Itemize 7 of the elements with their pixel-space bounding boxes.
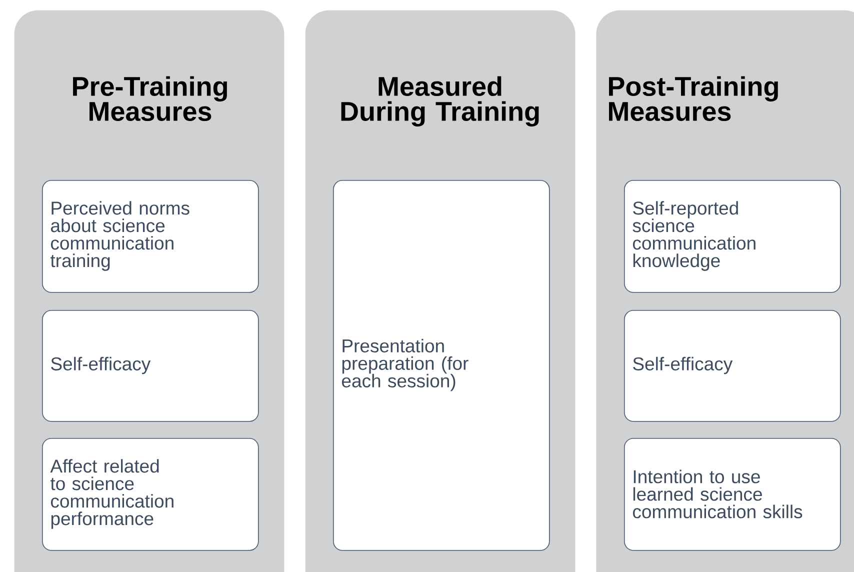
measure-box: Self-efficacy (624, 310, 841, 422)
measure-box: Presentation preparation (for each session) (333, 180, 550, 551)
measure-box: Self-reported science communication knowledge (624, 180, 841, 293)
measure-box: Perceived norms about science communication training (42, 180, 259, 293)
measure-box: Affect related to science communication performance (42, 438, 259, 551)
measure-box: Intention to use learned science communication skills (624, 438, 841, 551)
measure-box: Self-efficacy (42, 310, 259, 422)
